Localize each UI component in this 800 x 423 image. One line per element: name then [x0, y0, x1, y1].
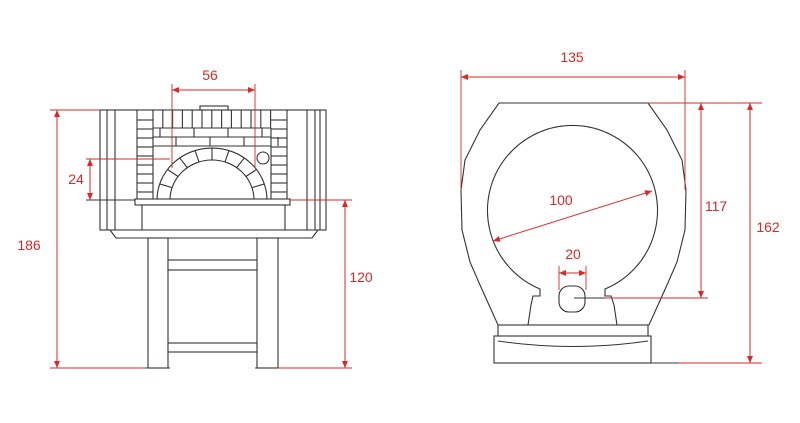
dimension-label: 120 — [349, 269, 373, 285]
arch-brick-joint — [245, 168, 257, 177]
dimension-label: 117 — [705, 198, 728, 214]
arch-brick-joint — [236, 157, 245, 168]
dimension-inner-diameter: 100 — [492, 190, 653, 242]
arch-brick-joint — [159, 183, 173, 189]
arch-brick-joint — [251, 183, 265, 189]
hearth-shelf — [134, 198, 291, 206]
base-bottom — [493, 335, 652, 364]
leg-left — [147, 237, 169, 369]
dimension-label: 100 — [549, 192, 573, 208]
top-view: 135 100 20 117 162 — [460, 49, 780, 364]
oven-mouth — [169, 159, 255, 201]
stand — [145, 237, 280, 369]
oven-body — [99, 105, 327, 239]
dimension-mouth-width: 56 — [171, 67, 256, 168]
dimension-label: 20 — [565, 246, 581, 262]
base-plate — [108, 229, 320, 239]
dimension-label: 135 — [560, 49, 584, 65]
arch-brick-joint — [167, 168, 179, 177]
front-view: 56 186 24 120 — [17, 67, 373, 369]
chimney-cap — [199, 105, 229, 111]
dimension-outer-width: 135 — [460, 49, 686, 190]
dimension-total-height: 186 — [17, 109, 145, 369]
dimension-label: 186 — [17, 237, 41, 253]
brick-pattern — [137, 110, 287, 200]
dimension-outer-depth: 162 — [648, 102, 780, 364]
dimension-label: 24 — [68, 171, 84, 187]
arch-brick-joint — [224, 150, 230, 163]
leg-right — [256, 237, 279, 369]
flue-opening — [558, 285, 586, 313]
arch-brick-joint — [179, 157, 188, 168]
dimension-label: 56 — [202, 67, 218, 83]
crossbar-top — [167, 259, 258, 271]
dimension-inner-depth: 117 — [574, 103, 728, 299]
crossbar-bottom — [167, 342, 258, 353]
dimension-hearth-height: 120 — [278, 199, 373, 369]
dimension-label: 162 — [756, 219, 780, 235]
dimension-mouth-height: 24 — [68, 158, 170, 201]
arch-brick-joint — [194, 150, 200, 163]
dimension-flue-width: 20 — [558, 246, 587, 290]
thermometer-icon — [256, 151, 270, 165]
